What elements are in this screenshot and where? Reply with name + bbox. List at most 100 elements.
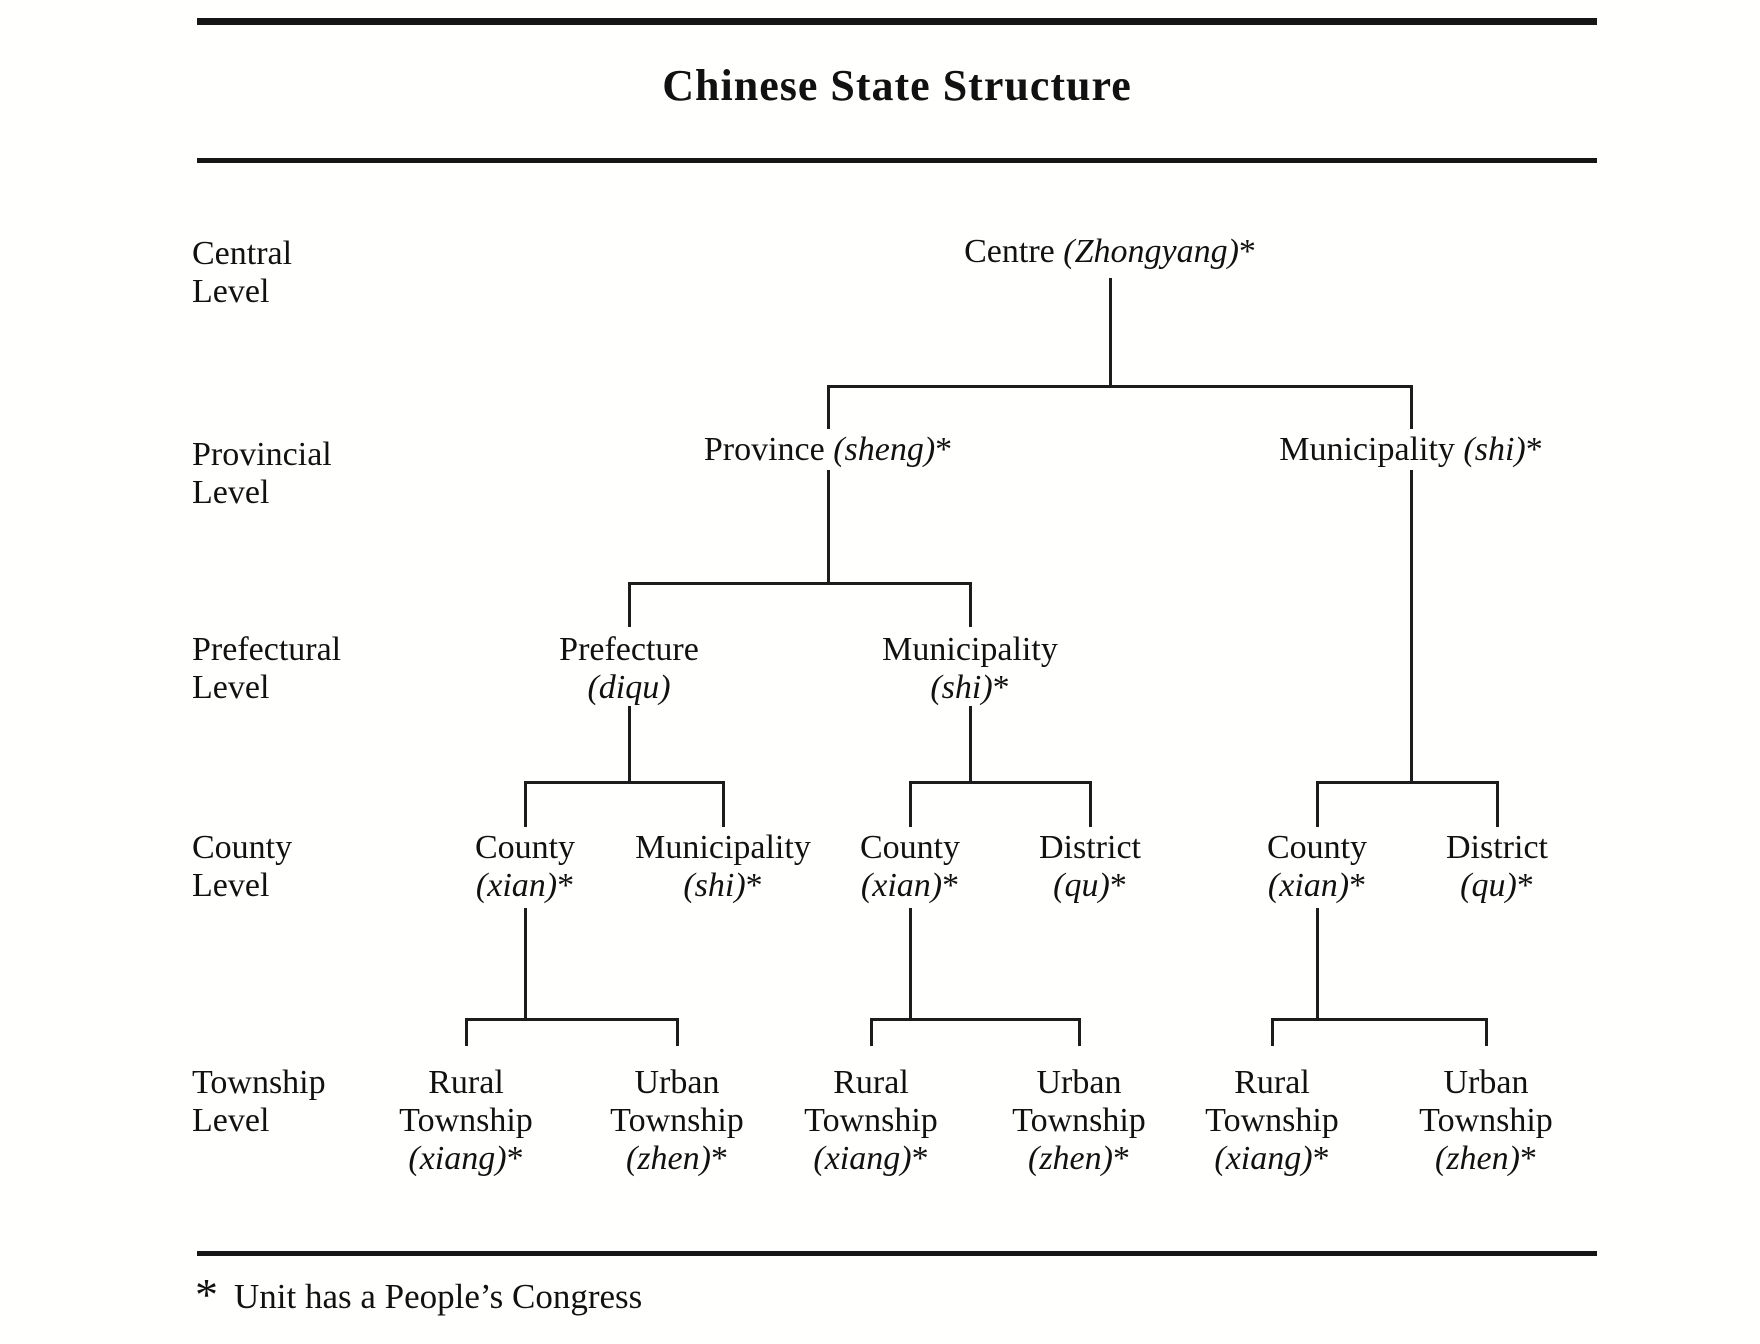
node-district-2: District (qu)* <box>1446 829 1548 905</box>
connector-county2-drop <box>909 908 912 1018</box>
node-label: Township <box>804 1102 938 1139</box>
node-term: (shi) <box>683 867 746 904</box>
node-urban-township-1: Urban Township (zhen)* <box>610 1064 744 1178</box>
node-term-line: (shi)* <box>882 669 1058 707</box>
node-county-1: County (xian)* <box>475 829 575 905</box>
node-term: (diqu) <box>587 669 671 706</box>
node-term: (Zhongyang) <box>1063 233 1239 270</box>
top-rule <box>197 18 1597 25</box>
level-label-line: Provincial <box>192 436 332 473</box>
node-label: Rural <box>833 1064 909 1101</box>
node-label: Urban <box>1036 1064 1122 1101</box>
node-prefecture: Prefecture (diqu) <box>559 631 699 707</box>
connector-prefectural-bracket <box>628 582 972 585</box>
node-urban-township-3: Urban Township (zhen)* <box>1419 1064 1553 1178</box>
level-label-line: Level <box>192 273 270 310</box>
node-label: Rural <box>428 1064 504 1101</box>
node-label: District <box>1446 829 1548 866</box>
connector-county-bracket-b <box>909 781 1092 784</box>
connector-urban1-arm <box>676 1018 679 1046</box>
node-centre: Centre (Zhongyang)* <box>964 233 1256 271</box>
node-rural-township-2: Rural Township (xiang)* <box>804 1064 938 1178</box>
node-term: (qu) <box>1460 867 1517 904</box>
node-term: (xian) <box>475 867 558 904</box>
connector-province-drop <box>827 470 830 582</box>
congress-asterisk: * <box>1516 867 1534 904</box>
node-term-line: (xian)* <box>1267 867 1367 905</box>
connector-county3-drop <box>1316 908 1319 1018</box>
node-rural-township-3: Rural Township (xiang)* <box>1205 1064 1339 1178</box>
congress-asterisk: * <box>1238 233 1256 270</box>
connector-municipality-pref-arm <box>969 582 972 627</box>
node-label: County <box>474 829 576 866</box>
level-label-line: Township <box>192 1064 326 1101</box>
node-label: District <box>1039 829 1141 866</box>
node-term-line: (qu)* <box>1039 867 1141 905</box>
node-label: Province <box>703 431 825 468</box>
node-label: Municipality <box>1279 431 1455 468</box>
node-term-line: (diqu) <box>559 669 699 707</box>
level-label-township: Township Level <box>192 1064 326 1140</box>
node-municipality-prefectural: Municipality (shi)* <box>882 631 1058 707</box>
node-label: Urban <box>1443 1064 1529 1101</box>
level-label-line: Prefectural <box>192 631 342 668</box>
congress-asterisk: * <box>1519 1140 1537 1177</box>
node-term-line: (xiang)* <box>399 1140 533 1178</box>
node-label: Township <box>399 1102 533 1139</box>
congress-asterisk: * <box>992 669 1010 706</box>
node-rural-township-1: Rural Township (xiang)* <box>399 1064 533 1178</box>
connector-prefecture-arm <box>628 582 631 627</box>
node-municipality-provincial: Municipality (shi)* <box>1279 431 1542 469</box>
node-urban-township-2: Urban Township (zhen)* <box>1012 1064 1146 1178</box>
node-label: Municipality <box>882 631 1058 668</box>
level-label-line: Central <box>192 235 293 272</box>
congress-asterisk: * <box>745 867 763 904</box>
connector-county1-drop <box>524 908 527 1018</box>
congress-asterisk: * <box>935 431 953 468</box>
node-label: County <box>859 829 961 866</box>
congress-asterisk: * <box>557 867 575 904</box>
level-label-line: Level <box>192 867 270 904</box>
congress-asterisk: * <box>1109 867 1127 904</box>
level-label-prefectural: Prefectural Level <box>192 631 341 707</box>
node-term-line: (xiang)* <box>804 1140 938 1178</box>
congress-asterisk: * <box>1112 1140 1130 1177</box>
node-term-line: (qu)* <box>1446 867 1548 905</box>
title-underline-rule <box>197 158 1597 163</box>
level-label-county: County Level <box>192 829 292 905</box>
connector-province-arm <box>827 385 830 429</box>
level-label-central: Central Level <box>192 235 292 311</box>
node-label: Rural <box>1234 1064 1310 1101</box>
connector-township-bracket-a <box>465 1018 679 1021</box>
node-term: (zhen) <box>626 1140 711 1177</box>
level-label-line: Level <box>192 474 270 511</box>
connector-district2-arm <box>1496 781 1499 827</box>
diagram-title: Chinese State Structure <box>662 61 1132 110</box>
node-term: (xiang) <box>813 1140 912 1177</box>
node-term-line: (zhen)* <box>1419 1140 1553 1178</box>
node-label: Urban <box>634 1064 720 1101</box>
node-term: (shi) <box>930 669 993 706</box>
node-term-line: (zhen)* <box>1012 1140 1146 1178</box>
connector-municipality-county-arm <box>722 781 725 827</box>
connector-county-bracket-a <box>524 781 725 784</box>
node-district-1: District (qu)* <box>1039 829 1141 905</box>
node-term: (zhen) <box>1435 1140 1520 1177</box>
connector-prefecture-drop <box>628 706 631 781</box>
bottom-rule <box>197 1251 1597 1256</box>
congress-asterisk: * <box>1312 1140 1330 1177</box>
congress-asterisk: * <box>1525 431 1543 468</box>
node-term: (xiang) <box>408 1140 507 1177</box>
node-province: Province (sheng)* <box>704 431 952 469</box>
footnote-text: Unit has a People’s Congress <box>234 1277 643 1316</box>
node-county-2: County (xian)* <box>860 829 960 905</box>
congress-asterisk: * <box>506 1140 524 1177</box>
node-label: Township <box>1012 1102 1146 1139</box>
node-term: (xiang) <box>1214 1140 1313 1177</box>
node-term-line: (xian)* <box>475 867 575 905</box>
node-term-line: (shi)* <box>635 867 811 905</box>
connector-rural3-arm <box>1271 1018 1274 1046</box>
node-label: Township <box>1419 1102 1553 1139</box>
level-label-line: County <box>192 829 293 866</box>
